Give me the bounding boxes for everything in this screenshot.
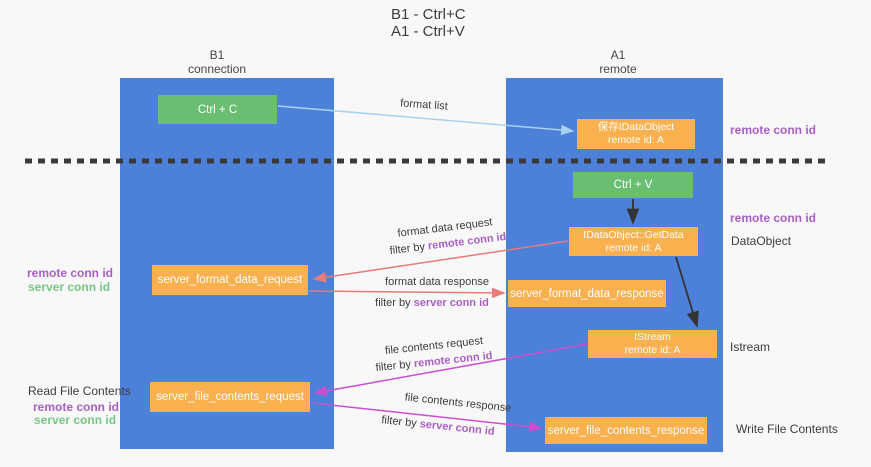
lane-a1-name: A1	[610, 48, 626, 62]
label-write-file-contents: Write File Contents	[736, 422, 838, 436]
node-format-request-label: server_format_data_request	[157, 274, 303, 286]
node-istream-line1: IStream	[634, 331, 671, 343]
node-file-request-label: server_file_contents_request	[156, 391, 304, 403]
filter-by-text: filter by	[375, 297, 414, 309]
server-conn-id-text: server conn id	[413, 297, 489, 309]
lane-header-a1: A1 remote	[558, 48, 678, 76]
node-server-format-data-response: server_format_data_response	[508, 280, 666, 307]
label-server-conn-id-left-mid: server conn id	[28, 280, 111, 294]
label-istream: Istream	[730, 340, 771, 354]
node-save-idataobject-line1: 保存IDataObject	[597, 121, 675, 133]
node-server-format-data-request: server_format_data_request	[152, 265, 308, 295]
label-server-conn-id-left-bottom: server conn id	[34, 413, 117, 427]
node-ctrl-c-label: Ctrl + C	[197, 103, 238, 116]
node-getdata-line1: IDataObject::GetData	[583, 228, 684, 241]
arrow-file-contents-response	[311, 402, 543, 432]
node-file-response-label: server_file_contents_response	[547, 424, 705, 437]
label-remote-conn-id-mid-right: remote conn id	[730, 211, 817, 225]
node-ctrl-c: Ctrl + C	[158, 95, 277, 124]
node-ctrl-v-label: Ctrl + V	[613, 179, 653, 191]
arrow-format-data-response	[308, 287, 506, 299]
label-remote-conn-id-top-right: remote conn id	[730, 123, 817, 137]
lane-b1-name: B1	[209, 48, 225, 62]
title-line-2: A1 - Ctrl+V	[391, 23, 465, 40]
lane-a1-role: remote	[599, 62, 637, 76]
arrow-getdata-to-istream	[675, 256, 699, 328]
arrow-file-contents-request	[313, 343, 588, 397]
label-remote-conn-id-left-mid: remote conn id	[27, 266, 114, 280]
node-save-idataobject-line2: remote id: A	[607, 134, 665, 146]
node-idataobject-getdata: IDataObject::GetData remote id: A	[569, 227, 698, 256]
label-filter-server-1: filter by server conn id	[375, 297, 489, 309]
title-line-1: B1 - Ctrl+C	[391, 6, 466, 23]
label-format-data-response: format data response	[385, 276, 489, 288]
diagram-title: B1 - Ctrl+C A1 - Ctrl+V	[391, 6, 466, 40]
node-server-file-contents-response: server_file_contents_response	[545, 417, 707, 444]
node-format-response-label: server_format_data_response	[510, 287, 664, 300]
label-remote-conn-id-left-bottom: remote conn id	[33, 400, 120, 414]
node-ctrl-v: Ctrl + V	[573, 172, 693, 198]
node-istream: IStream remote id: A	[588, 330, 717, 358]
lane-header-b1: B1 connection	[157, 48, 277, 76]
lane-b1-role: connection	[187, 62, 247, 76]
arrow-format-data-request	[312, 240, 569, 283]
node-server-file-contents-request: server_file_contents_request	[150, 382, 310, 412]
label-dataobject: DataObject	[731, 234, 792, 248]
node-save-idataobject: 保存IDataObject remote id: A	[577, 119, 695, 149]
node-istream-line2: remote id: A	[624, 344, 681, 356]
label-read-file-contents: Read File Contents	[28, 384, 131, 398]
arrow-format-list	[277, 105, 575, 136]
node-getdata-line2: remote id: A	[605, 241, 662, 254]
